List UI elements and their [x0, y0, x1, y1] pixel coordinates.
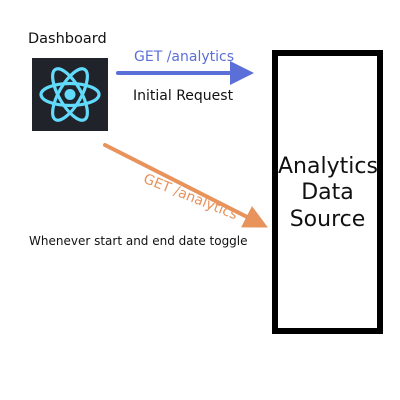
data-source-line-3: Source — [289, 206, 366, 232]
initial-request-caption: Initial Request — [133, 88, 234, 104]
data-source-line-2: Data — [301, 180, 354, 206]
data-source-label: Analytics Data Source — [278, 154, 378, 233]
toggle-request-caption: Whenever start and end date toggle — [29, 234, 248, 248]
data-source-line-1: Analytics — [278, 154, 378, 179]
dashboard-label: Dashboard — [28, 31, 107, 47]
react-atom-icon — [32, 58, 108, 131]
toggle-request-arrow — [103, 143, 268, 228]
analytics-data-source-box: Analytics Data Source — [272, 50, 383, 334]
initial-request-method: GET /analytics — [134, 49, 234, 65]
